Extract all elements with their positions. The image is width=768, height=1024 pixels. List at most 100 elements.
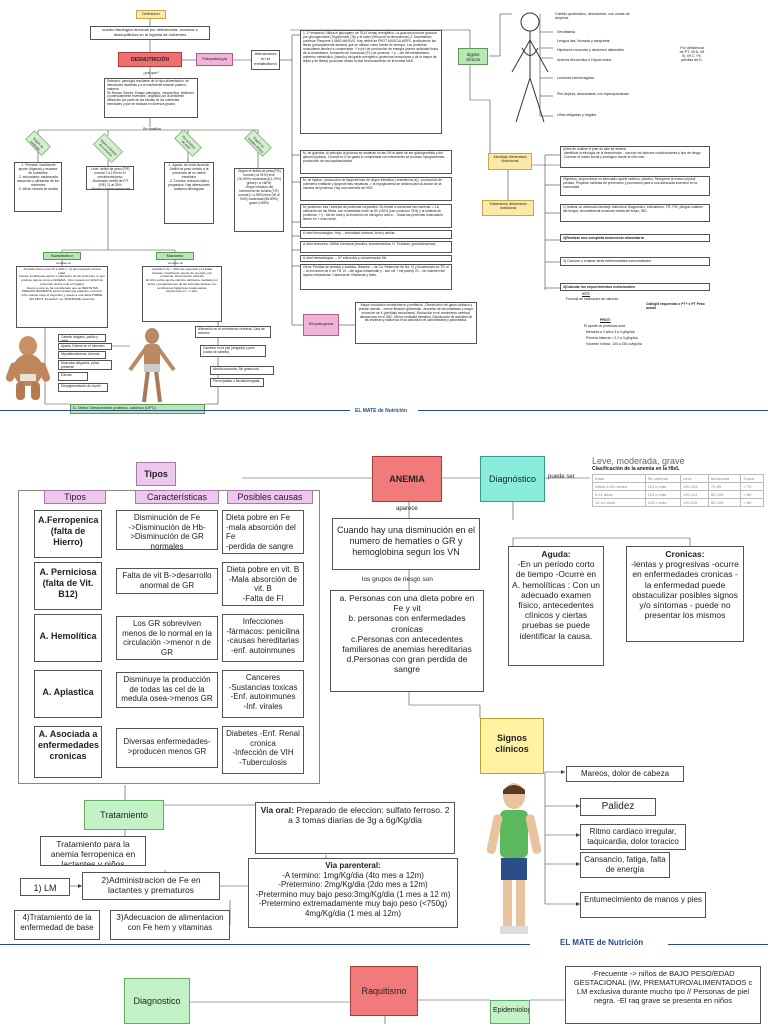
table-cell: 12-14 años	[592, 498, 646, 507]
table-cell: Niños 6-59 meses	[592, 482, 646, 491]
aparece-text: Cuando hay una disminución en el numero …	[332, 518, 480, 570]
table-cell: 100-109	[680, 482, 709, 491]
diagnostico-label: Diagnóstico	[480, 456, 545, 502]
cau-perniciosa: Dieta pobre en vit. B -Mala absorción de…	[222, 562, 304, 606]
sign-entumecimiento: Entumecimiento de manos y pies	[580, 892, 706, 918]
diagnostico-label-p3: Diagnostico	[124, 978, 190, 1024]
car-hemolitica: Los GR sobreviven menos de lo normal en …	[116, 616, 218, 660]
kw-sign-1: Apatía, Edema en el miembro inferior	[58, 343, 112, 350]
sign-ritmo: Ritmo cardiaco irregular, taquicardia, d…	[580, 824, 686, 850]
cau-aplastica: Canceres -Sustancias toxicas -Enf. autoi…	[222, 670, 304, 718]
adecuacion-box: 3)Adecuacion de alimentacion con Fe hem …	[110, 910, 230, 940]
metab-glucidos: M. de glúcidos: Al principio la glucosa …	[300, 150, 452, 174]
kwash-consiste: consiste en	[56, 261, 72, 265]
parenteral-text: -A termino: 1mg/Kg/dia (4to mes a 12m) -…	[255, 870, 451, 918]
kw-sign-2: Hipoalbuminemia, Anemia	[58, 351, 106, 359]
metab-hemato: A nivel hematológico: -- N° eritrocitos …	[300, 255, 452, 262]
fig-label-1: Xeroftalmia	[557, 30, 576, 34]
alteraciones-label: Alteraciones en el metabolismo	[251, 50, 280, 70]
parenteral-box: Via parenteral: -A termino: 1mg/Kg/dia (…	[248, 858, 458, 928]
fisio-text: 1. 1ª instancia: Utiliza el glucógeno de…	[300, 30, 442, 134]
antes-text: Antes de realizar el plan de alim se deb…	[560, 146, 710, 168]
col-causas: Posibles causas	[227, 490, 313, 504]
cronica-text: -lentas y progresivas -ocurre en enferme…	[631, 559, 739, 621]
deterioro-text: Deterioro: patología resultante de la hi…	[104, 78, 198, 118]
footer-line-right-2	[668, 944, 768, 945]
desnutricion-title: DESNUTRICIÓN	[118, 52, 182, 67]
tipo-ferropenica: A.Ferropenica (falta de Hierro)	[34, 510, 102, 558]
table-cell: 80-109	[707, 498, 742, 507]
via-oral-text: Preparado de eleccion: sulfato ferroso. …	[288, 805, 450, 826]
tratamiento-label: Tratamiento alimentario nutricional	[482, 200, 534, 216]
sign-palidez: Palidez	[580, 798, 656, 816]
trat-text: Tratamiento para la anemia ferropenica e…	[40, 836, 146, 866]
child-figure-icon	[128, 328, 176, 403]
prot-line-0: El aporte de proteínas será:	[584, 324, 626, 328]
table-cell: Grave	[740, 474, 764, 483]
sign-mareos: Mareos, dolor de cabeza	[566, 766, 684, 782]
fisiopatologia-label: Fisiopatología	[196, 53, 233, 66]
col-caract: Características	[135, 490, 219, 504]
fig-label-5: Lesiones hemorrágicas	[557, 76, 595, 80]
se-clasifica-label: Se clasifica	[143, 127, 161, 131]
stick-figure-icon	[511, 12, 549, 123]
trat-base-box: 4)Tratamiento de la enfermedad de base	[14, 910, 100, 940]
table-cell: Leve	[680, 474, 709, 483]
via-oral-box: Via oral: Preparado de eleccion: sulfato…	[255, 802, 455, 854]
prot-line-2: Primera infancia < 2 2 a 3 g/kg/día	[586, 336, 638, 340]
prot-line-3: Volumen hídrico: 100 a 150 cc/kg/día	[586, 342, 642, 346]
table-cell: 110 o más	[644, 482, 682, 491]
abordaje-label: Abordaje Alimentario Nutricional	[488, 153, 532, 170]
table-cell: < 80	[740, 490, 764, 499]
footer-line-left-2	[0, 944, 530, 945]
definicion-label: Definición	[136, 10, 166, 19]
definicion-text: cuadro fisiológico anormal por deficienc…	[90, 26, 210, 40]
via-oral-title: Via oral:	[260, 805, 294, 815]
mr-sign-1: Cambios en la piel (delgada) y pelo (caí…	[200, 345, 266, 357]
metab-endocrino: A nivel endocrino: Déficit hormonal (ins…	[300, 241, 452, 253]
leve-grave-label: Leve, moderada, grave	[592, 456, 685, 466]
footer-text-p1: EL MATE de Nutrición	[355, 408, 408, 414]
lm-box: 1) LM	[20, 878, 70, 896]
table-cell: < 70	[740, 482, 764, 491]
deficiencia-text: Por deficiencia de PT, Vit A, Vit B, Vit…	[679, 46, 705, 62]
kwashiorkor-text: -Pérdida Peso entre 20 a 40% (> 4) del e…	[16, 266, 108, 328]
marasmo-label: Marasmo	[156, 252, 194, 260]
tratamiento-label: Tratamiento	[84, 800, 164, 830]
fig-label-0: Cabello quebradizo, descolorido, con zon…	[555, 12, 630, 20]
table-cell: < 80	[740, 498, 764, 507]
fig-label-4: Anemia Microcítica e Hipocrómica	[557, 58, 612, 62]
fig-label-6: Piel áspera, descamada, con hiperquerato…	[557, 92, 629, 96]
paso-3: 3) Conocer y evaluar otras enfermedades …	[560, 257, 710, 266]
kw-sign-5: Despigmentación de la piel	[58, 383, 108, 392]
mr-sign-2: Atrofia muscular, Sin grasa sub.	[210, 366, 274, 375]
table-cell: 110-119	[680, 498, 709, 507]
table-cell: 70-99	[707, 482, 742, 491]
signos-clinicos-label: Signos clínicos	[458, 48, 488, 65]
cau-hemolitica: Infecciones -fármacos: penicilina -causa…	[222, 614, 304, 662]
tipo-cronicas: A. Asociada a enfermedades cronicas	[34, 726, 102, 778]
metab-lipidos: M. de lípidos: -producción de lipoproteí…	[300, 177, 452, 201]
paso-4: 4)Calcular los requerimientos nutriciona…	[560, 283, 710, 291]
cronica-box: Cronicas: -lentas y progresivas -ocurre …	[626, 546, 744, 642]
por-que-label: ¿por qué?	[143, 71, 159, 75]
maras-consiste: consiste en	[168, 261, 184, 265]
table-cell: Sin anemia	[644, 474, 682, 483]
metab-proteicos: M. proteicos: esa / síntesis de proteína…	[300, 204, 452, 228]
metab-inmuno: A nivel inmunológico: Hay -- inmunidad h…	[300, 230, 452, 239]
table-cell: 80-109	[707, 490, 742, 499]
puede-ser-label: puede ser	[548, 474, 575, 480]
car-ferropenica: Disminución de Fe ->Disminución de Hb->D…	[116, 510, 218, 550]
child-figure-icon	[5, 336, 51, 400]
seg-peso: Por el deficit de peso relativo	[174, 129, 202, 157]
raquitismo-title: Raquitismo	[350, 966, 418, 1016]
tipo-aplastica: A. Aplastica	[34, 670, 102, 718]
kwashiorkor-label: Kwashiorkor	[43, 252, 81, 260]
sign-cansancio: Cansancio, fatiga, falta de energía	[580, 852, 670, 878]
seg-tiempo: Según el tiempo de evolución	[93, 133, 123, 163]
table-cell: Moderada	[707, 474, 742, 483]
aguda-box: Aguda: -En un periodo corto de tiempo -O…	[508, 546, 604, 666]
vct-formula: Cal/kg/d requeridas x PT+ x PT Peso actu…	[646, 302, 705, 310]
kw-sign-4: Edema	[58, 372, 88, 381]
